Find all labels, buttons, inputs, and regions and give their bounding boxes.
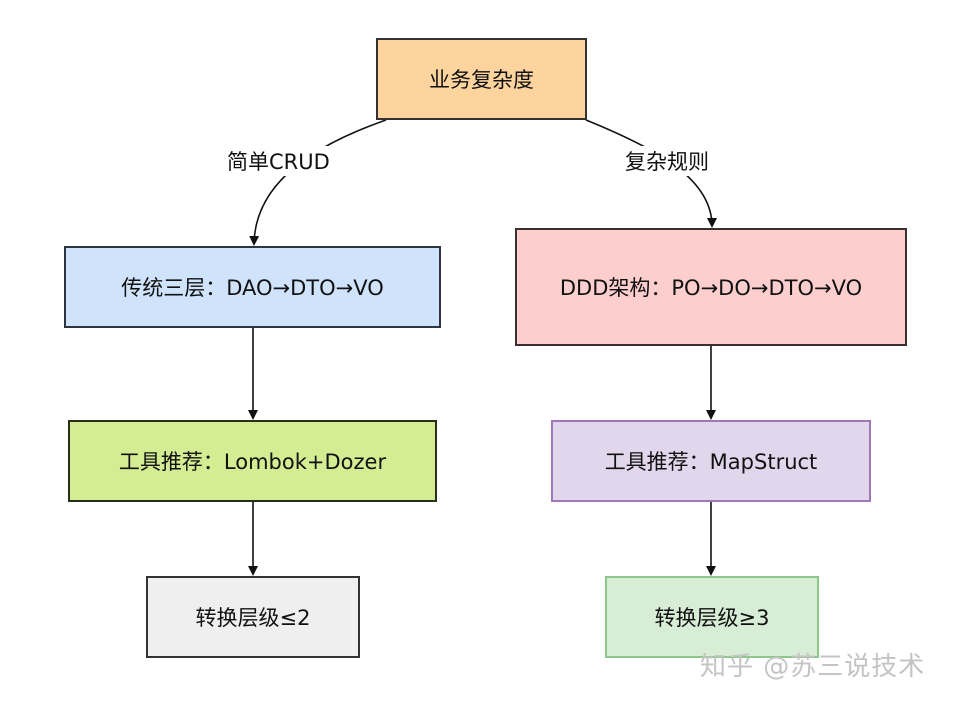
edge-label-complex-rules: 复杂规则	[625, 146, 709, 176]
node-tool-mapstruct: 工具推荐：MapStruct	[551, 420, 871, 502]
node-conversion-level-le2: 转换层级≤2	[146, 576, 360, 658]
node-label: 转换层级≤2	[195, 606, 311, 630]
node-label: DDD架构：PO→DO→DTO→VO	[559, 276, 863, 300]
node-label: 业务复杂度	[429, 68, 534, 92]
node-label: 转换层级≥3	[654, 606, 770, 630]
node-label: 工具推荐：MapStruct	[604, 450, 818, 474]
node-conversion-level-ge3: 转换层级≥3	[605, 576, 819, 658]
node-tool-lombok-dozer: 工具推荐：Lombok+Dozer	[68, 420, 437, 502]
edge-label-simple-crud: 简单CRUD	[227, 146, 330, 176]
node-business-complexity: 业务复杂度	[376, 38, 587, 120]
watermark: 知乎 @苏三说技术	[700, 652, 926, 682]
node-label: 传统三层：DAO→DTO→VO	[121, 276, 384, 300]
node-label: 工具推荐：Lombok+Dozer	[118, 450, 387, 474]
node-ddd-architecture: DDD架构：PO→DO→DTO→VO	[515, 228, 907, 346]
node-traditional-three-layer: 传统三层：DAO→DTO→VO	[64, 246, 441, 328]
edge-root-to-left1	[249, 119, 387, 246]
